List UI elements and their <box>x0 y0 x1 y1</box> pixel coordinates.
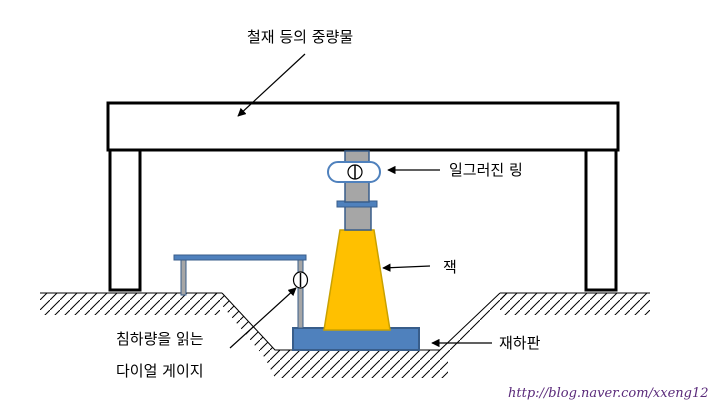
left-support-column <box>108 148 142 292</box>
ram-lower <box>344 205 372 231</box>
proving-ring <box>327 161 381 183</box>
blog-watermark: http://blog.naver.com/xxeng12 <box>508 386 709 401</box>
gauge-label-arrow <box>229 287 297 349</box>
reference-beam-support <box>180 259 187 296</box>
ring-label: 일그러진 링 <box>449 161 523 179</box>
load-label-arrow <box>237 53 306 117</box>
loading-plate <box>292 327 420 351</box>
jack-label: 잭 <box>443 258 457 276</box>
ground-right <box>500 292 650 315</box>
reference-beam <box>173 254 307 261</box>
gauge-label-line1: 침하량을 읽는 <box>116 330 204 348</box>
load-label: 철재 등의 중량물 <box>247 28 354 46</box>
gauge-label-line2: 다이얼 게이지 <box>116 362 204 380</box>
dial-gauge <box>292 271 309 289</box>
dial-gauge-stem <box>297 259 304 329</box>
jack-label-arrow <box>382 263 431 272</box>
ground-left <box>40 292 222 315</box>
ram-column <box>344 179 370 203</box>
hydraulic-jack <box>323 229 391 331</box>
right-support-column <box>584 148 618 292</box>
heavy-load-beam <box>106 101 620 152</box>
plate-label: 재하판 <box>499 334 541 352</box>
